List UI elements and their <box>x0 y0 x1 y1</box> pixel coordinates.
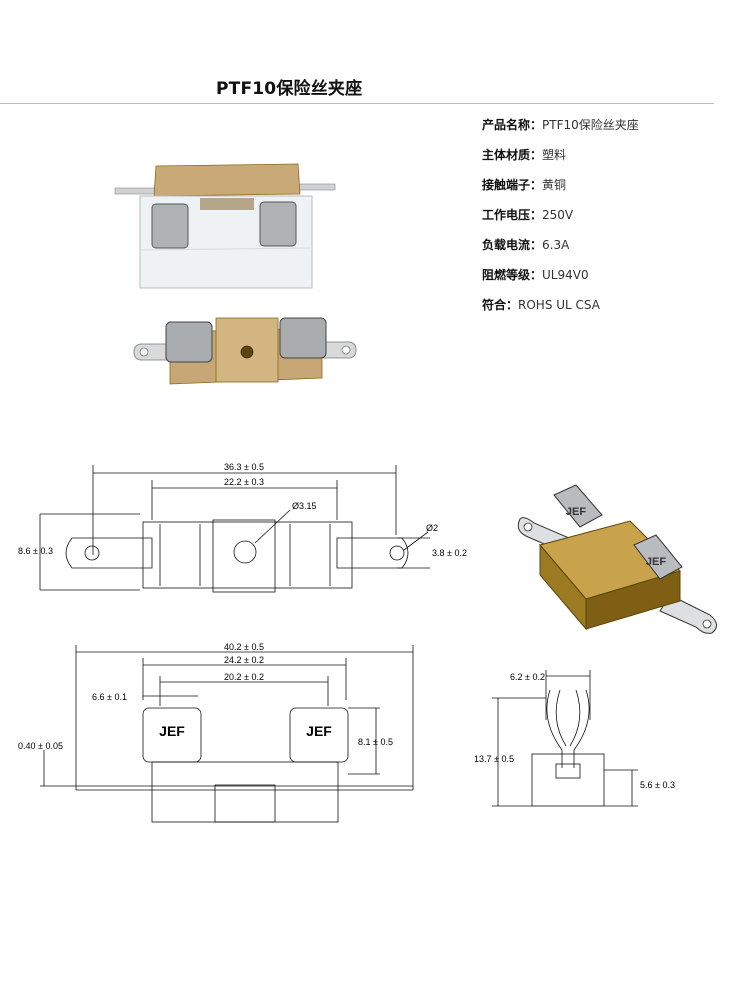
spec-value: 黄铜 <box>542 178 567 192</box>
spec-row: 主体材质：塑料 <box>482 147 732 177</box>
end-clip-width-label: 6.2 ± 0.2 <box>510 672 545 682</box>
spec-key: 负载电流： <box>482 238 543 252</box>
spec-row: 负载电流：6.3A <box>482 237 732 267</box>
spec-value: 6.3A <box>542 238 570 252</box>
title-divider <box>0 103 714 104</box>
total-height-label: 13.7 ± 0.5 <box>474 754 514 764</box>
side-view-drawing: 40.2 ± 0.5 24.2 ± 0.2 20.2 ± 0.2 6.6 ± 0… <box>18 642 414 823</box>
spec-key: 工作电压： <box>482 208 543 222</box>
spec-key: 阻燃等级： <box>482 268 543 282</box>
spec-row: 阻燃等级：UL94V0 <box>482 267 732 297</box>
spec-value: ROHS UL CSA <box>518 298 600 312</box>
spec-row: 符合：ROHS UL CSA <box>482 297 732 327</box>
spec-value: 塑料 <box>542 148 567 162</box>
spec-row: 工作电压：250V <box>482 207 732 237</box>
end-hole-diameter-label: Ø2 <box>426 523 438 533</box>
tab-thickness-label: 0.40 ± 0.05 <box>18 741 63 751</box>
body-height-label: 5.6 ± 0.3 <box>640 780 675 790</box>
clip-width-label: 6.6 ± 0.1 <box>92 692 127 702</box>
spec-list: 产品名称：PTF10保险丝夹座 主体材质：塑料 接触端子：黄铜 工作电压：250… <box>482 117 732 327</box>
overall-length-label: 36.3 ± 0.5 <box>224 462 264 472</box>
end-view-drawing: 6.2 ± 0.2 13.7 ± 0.5 5.6 ± 0.3 <box>474 670 675 807</box>
spec-row: 产品名称：PTF10保险丝夹座 <box>482 117 732 147</box>
top-view-drawing: 36.3 ± 0.5 22.2 ± 0.3 Ø3.15 Ø2 8.6 ± 0.3… <box>18 462 467 593</box>
clip-logo-right: JEF <box>306 723 332 739</box>
product-photo-covered <box>114 163 336 289</box>
inner-span-label: 20.2 ± 0.2 <box>224 672 264 682</box>
hole-diameter-label: Ø3.15 <box>292 501 317 511</box>
spec-key: 产品名称： <box>482 118 543 132</box>
spec-value: PTF10保险丝夹座 <box>542 118 639 132</box>
overall-length-label: 40.2 ± 0.5 <box>224 642 264 652</box>
spec-value: UL94V0 <box>542 268 589 282</box>
product-photo-open <box>133 317 357 385</box>
clip-span-label: 24.2 ± 0.2 <box>224 655 264 665</box>
spec-key: 接触端子： <box>482 178 543 192</box>
render-logo-right: JEF <box>646 556 666 568</box>
page-title: PTF10保险丝夹座 <box>216 79 363 99</box>
tab-width-label: 3.8 ± 0.2 <box>432 548 467 558</box>
spec-value: 250V <box>542 208 574 222</box>
clip-logo-left: JEF <box>159 723 185 739</box>
spec-key: 符合： <box>482 298 519 312</box>
spec-row: 接触端子：黄铜 <box>482 177 732 207</box>
spec-key: 主体材质： <box>482 148 543 162</box>
height-label: 8.6 ± 0.3 <box>18 546 53 556</box>
product-render-3d: JEF JEF <box>517 484 717 634</box>
render-logo-left: JEF <box>566 506 586 518</box>
body-length-label: 22.2 ± 0.3 <box>224 477 264 487</box>
clip-height-label: 8.1 ± 0.5 <box>358 737 393 747</box>
